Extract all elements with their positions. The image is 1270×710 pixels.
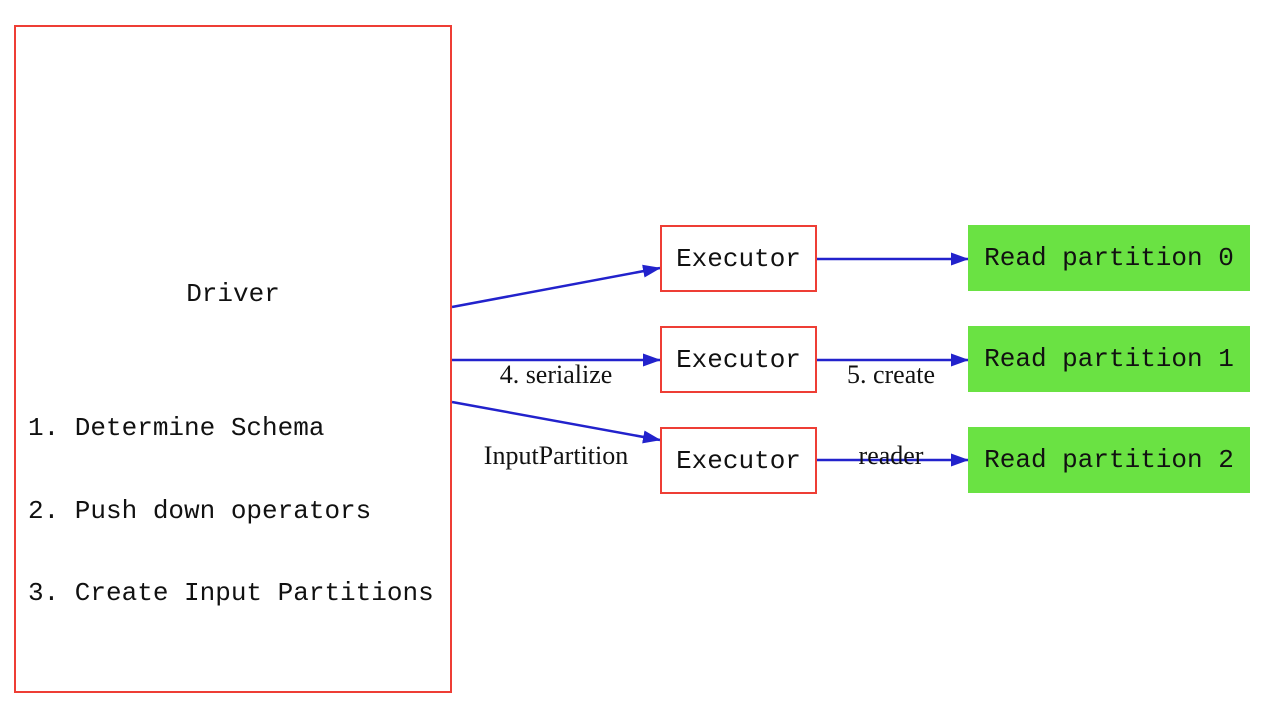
driver-box: Driver 1. Determine Schema 2. Push down …	[14, 25, 452, 693]
arrow-driver-to-executor-0	[451, 264, 661, 309]
create-label-line2: reader	[858, 441, 924, 470]
driver-step-3: 3. Create Input Partitions	[28, 578, 434, 608]
read-partition-box-2: Read partition 2	[968, 427, 1250, 493]
executor-box-2: Executor	[660, 427, 817, 494]
serialize-inputpartition-label: 4. serialize InputPartition	[436, 307, 676, 523]
create-label-line1: 5. create	[846, 360, 936, 389]
read-partition-box-0: Read partition 0	[968, 225, 1250, 291]
driver-title: Driver	[186, 279, 280, 309]
serialize-label-line2: InputPartition	[483, 441, 629, 470]
driver-steps: 1. Determine Schema 2. Push down operato…	[28, 360, 434, 663]
executor-box-0: Executor	[660, 225, 817, 292]
read-partition-box-1: Read partition 1	[968, 326, 1250, 392]
driver-step-2: 2. Push down operators	[28, 495, 372, 526]
create-reader-label: 5. create reader	[811, 307, 971, 523]
driver-step-1: 1. Determine Schema	[28, 413, 325, 443]
serialize-label-line1: 4. serialize	[499, 360, 613, 389]
executor-box-1: Executor	[660, 326, 817, 393]
